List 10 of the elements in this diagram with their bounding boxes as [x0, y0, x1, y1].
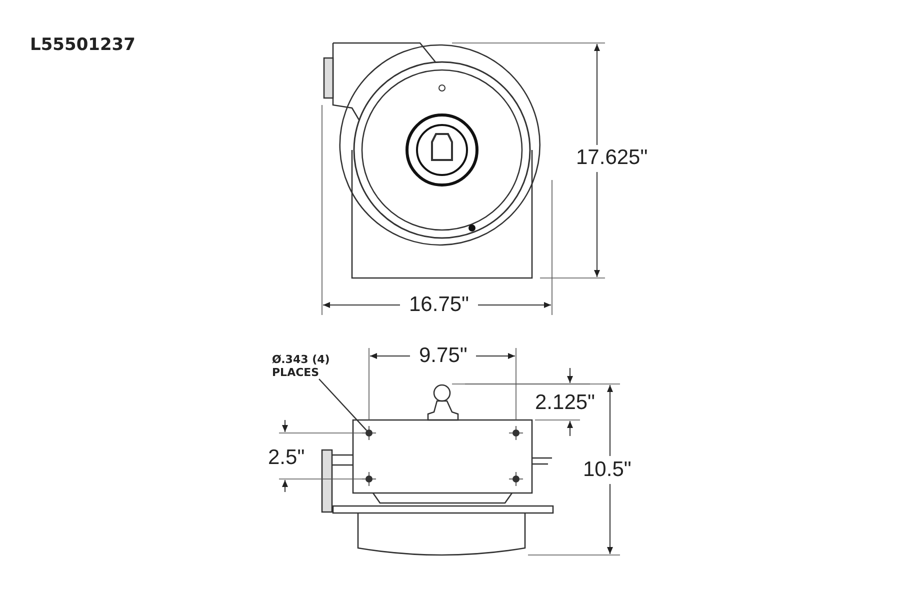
- callout-note: Ø.343 (4) PLACES: [272, 353, 342, 379]
- dimension-label: 2.125": [535, 391, 596, 415]
- dimension-label: 9.75": [419, 344, 468, 368]
- leader-line: [318, 378, 368, 431]
- part-number: L55501237: [30, 35, 136, 55]
- dimension-label: 17.625": [576, 146, 648, 170]
- dimension-label: 2.5": [268, 446, 305, 470]
- dimension-label: 16.75": [409, 293, 470, 317]
- mounting-hole: [362, 426, 376, 440]
- dimension-label: 10.5": [583, 458, 632, 482]
